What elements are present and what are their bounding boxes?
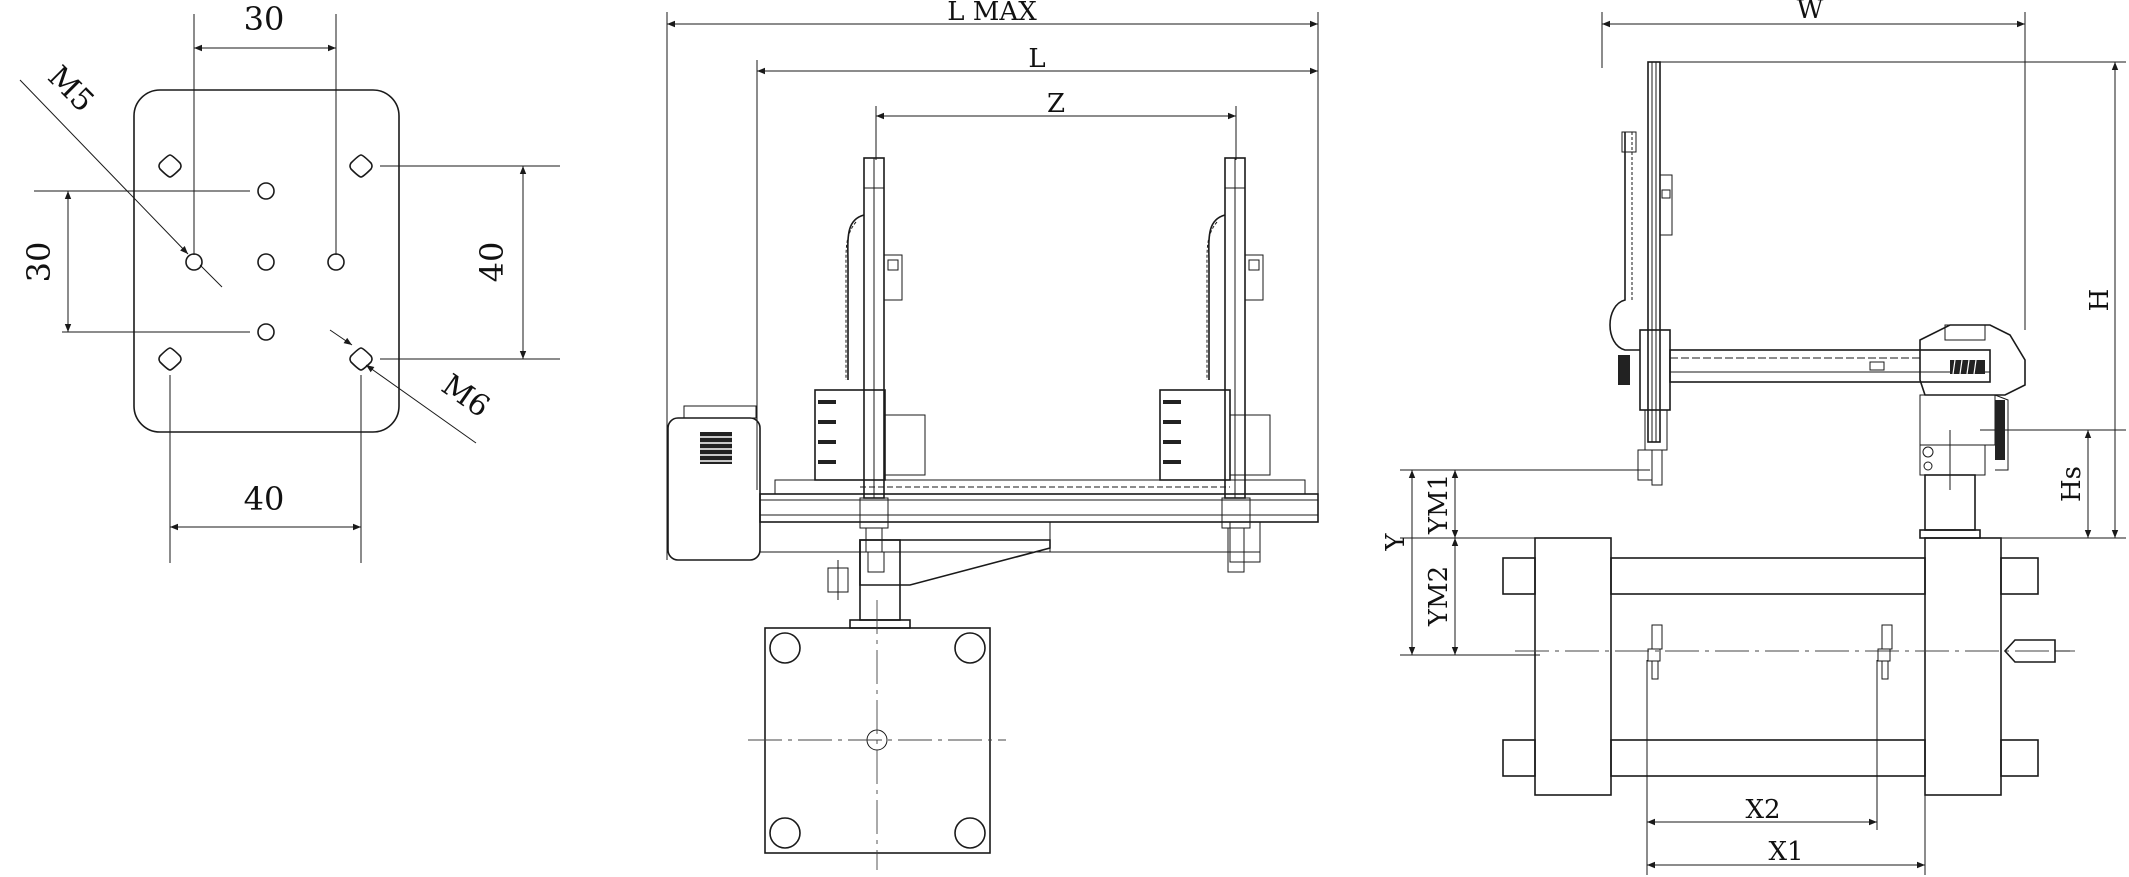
front-view: L MAX L Z — [666, 0, 1319, 870]
side-view: W H Hs Y YM1 YM2 X2 X1 — [1381, 0, 2126, 875]
side-dim-x1: X1 — [1768, 837, 1803, 867]
arm-right — [1159, 157, 1271, 573]
plate-round-holes — [185, 182, 345, 341]
side-dim-h: H — [2085, 289, 2115, 312]
side-carriage — [1919, 324, 2026, 476]
mounting-plate-view: 30 30 40 40 M5 M6 — [19, 0, 560, 563]
side-horizontal-beam — [1669, 349, 1991, 383]
side-dim-x2: X2 — [1745, 795, 1780, 825]
side-dim-ym2: YM2 — [1424, 566, 1454, 627]
plate-dim-top: 30 — [244, 0, 285, 38]
side-machine — [1502, 537, 2075, 796]
horizontal-beam — [759, 479, 1319, 563]
side-dim-w: W — [1797, 0, 1824, 25]
side-extension-lines — [1400, 12, 2126, 875]
plate-thread-b: M6 — [435, 368, 496, 425]
side-dim-y: Y — [1381, 533, 1411, 552]
front-dim-z: Z — [1047, 89, 1065, 119]
side-pedestal — [1919, 430, 1981, 539]
support-bracket — [827, 539, 1051, 629]
plate-dim-left: 30 — [20, 242, 58, 283]
arm-left — [814, 157, 926, 573]
control-cabinet — [667, 405, 761, 561]
plate-extension-lines — [34, 14, 560, 563]
plate-diamond-holes — [158, 154, 373, 371]
side-dimension-lines — [1408, 20, 2119, 869]
front-dimension-lines — [667, 20, 1318, 120]
side-dim-ym1: YM1 — [1424, 474, 1454, 535]
mold-plate — [748, 600, 1006, 870]
plate-outline — [133, 89, 400, 433]
plate-dim-bottom: 40 — [244, 480, 285, 518]
front-dim-lmax: L MAX — [947, 0, 1037, 27]
plate-dimension-lines — [19, 44, 527, 531]
side-dim-hs: Hs — [2057, 466, 2087, 502]
side-vertical-arm — [1609, 61, 1673, 486]
front-extension-lines — [666, 12, 1319, 560]
plate-dim-right: 40 — [473, 242, 511, 283]
front-dim-l: L — [1028, 44, 1045, 74]
